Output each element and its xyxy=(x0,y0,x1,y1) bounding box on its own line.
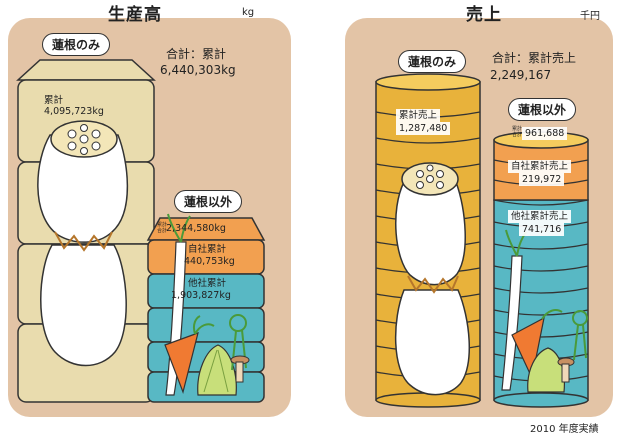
sales-renkon-tag: 蓮根のみ xyxy=(398,50,467,73)
sales-other-co-value: 741,716 xyxy=(519,223,565,236)
production-other-co-label: 他社累計 xyxy=(188,278,227,289)
production-renkon-tag: 蓮根のみ xyxy=(42,33,111,56)
production-unit: kg xyxy=(242,7,255,18)
production-total-value: 6,440,303kg xyxy=(160,63,236,77)
sales-other-co-label: 他社累計売上 xyxy=(508,210,572,223)
production-own-label: 自社累計 xyxy=(188,244,227,255)
production-other-total-value: 2,344,580kg xyxy=(166,223,226,234)
sales-other-mini-label2: 合計 xyxy=(512,132,523,138)
vegetables-illustration-left xyxy=(164,213,250,396)
sales-total-label: 合計：累計売上 xyxy=(492,51,577,65)
sales-unit: 千円 xyxy=(580,11,600,22)
production-title: 生産高 xyxy=(108,5,162,25)
production-own-value: 440,753kg xyxy=(184,256,235,267)
production-other-mini-label2: 合計 xyxy=(157,228,168,234)
footnote: 2010 年度実績 xyxy=(530,424,599,435)
sales-renkon-cum-label: 累計売上 xyxy=(396,109,441,122)
production-other-mini-label: 累計 xyxy=(157,222,168,228)
sales-other-mini-label: 累計 xyxy=(512,126,523,132)
vegetables-illustration-right xyxy=(501,229,588,393)
production-renkon-cum-label: 累計 xyxy=(44,95,64,106)
production-renkon-cum-value: 4,095,723kg xyxy=(44,106,104,117)
sales-total-value: 2,249,167 xyxy=(490,68,552,82)
lotus-root-illustration-left xyxy=(37,120,129,367)
sales-other-tag: 蓮根以外 xyxy=(508,98,577,121)
sales-title: 売上 xyxy=(466,5,502,25)
sales-renkon-cum-value: 1,287,480 xyxy=(396,122,451,135)
sales-other-total-value: 961,688 xyxy=(522,127,568,140)
sales-own-value: 219,972 xyxy=(519,173,565,186)
production-other-co-value: 1,903,827kg xyxy=(171,290,231,301)
sales-own-label: 自社累計売上 xyxy=(508,160,572,173)
production-other-tag: 蓮根以外 xyxy=(174,190,243,213)
lotus-root-illustration-right xyxy=(394,162,471,396)
production-total-label: 合計：累計 xyxy=(166,47,227,61)
